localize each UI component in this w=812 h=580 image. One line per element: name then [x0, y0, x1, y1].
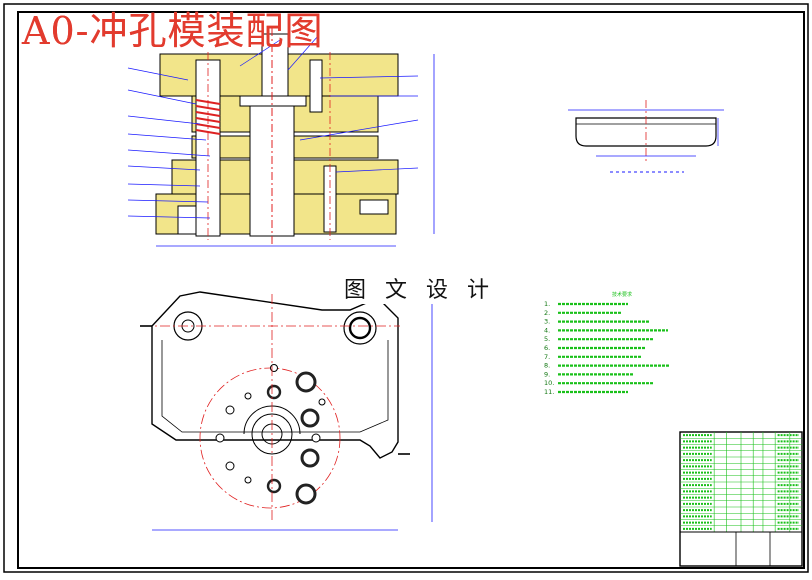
inner-frame [17, 11, 805, 569]
note-number: 4. [544, 326, 550, 334]
plan-view [140, 291, 433, 531]
right-leaders [239, 35, 419, 173]
punch-head [239, 95, 307, 107]
title-block-bottom [679, 531, 803, 567]
note-number: 9. [544, 370, 550, 378]
left-leaders [127, 67, 211, 219]
drawing-title: A0-冲孔模装配图 [22, 9, 324, 53]
lower-slot [359, 199, 389, 215]
front-section-view [127, 28, 435, 247]
note-number: 5. [544, 335, 550, 343]
left-pin-hole [177, 205, 197, 235]
center-bore [251, 413, 293, 455]
right-screw [309, 59, 323, 113]
note-number: 11. [544, 388, 554, 396]
right-corner-hole [348, 316, 372, 340]
note-number: 8. [544, 362, 550, 370]
plan-inner-outline [161, 340, 389, 433]
note-number: 1. [544, 300, 550, 308]
note-number: 3. [544, 318, 550, 326]
punched-part-detail [568, 100, 724, 173]
note-number: 2. [544, 309, 550, 317]
title-block [679, 431, 803, 567]
note-number: 7. [544, 353, 550, 361]
notes-heading: 技术要求 [612, 291, 632, 298]
watermark-text: 图 文 设 计 [340, 272, 499, 304]
note-number: 6. [544, 344, 550, 352]
small-holes [215, 364, 326, 484]
note-number: 10. [544, 379, 554, 387]
screw-bosses [266, 371, 320, 505]
shank [261, 33, 289, 97]
technical-notes: 技术要求 1.2.3.4.5.6.7.8.9.10.11. [544, 291, 670, 396]
